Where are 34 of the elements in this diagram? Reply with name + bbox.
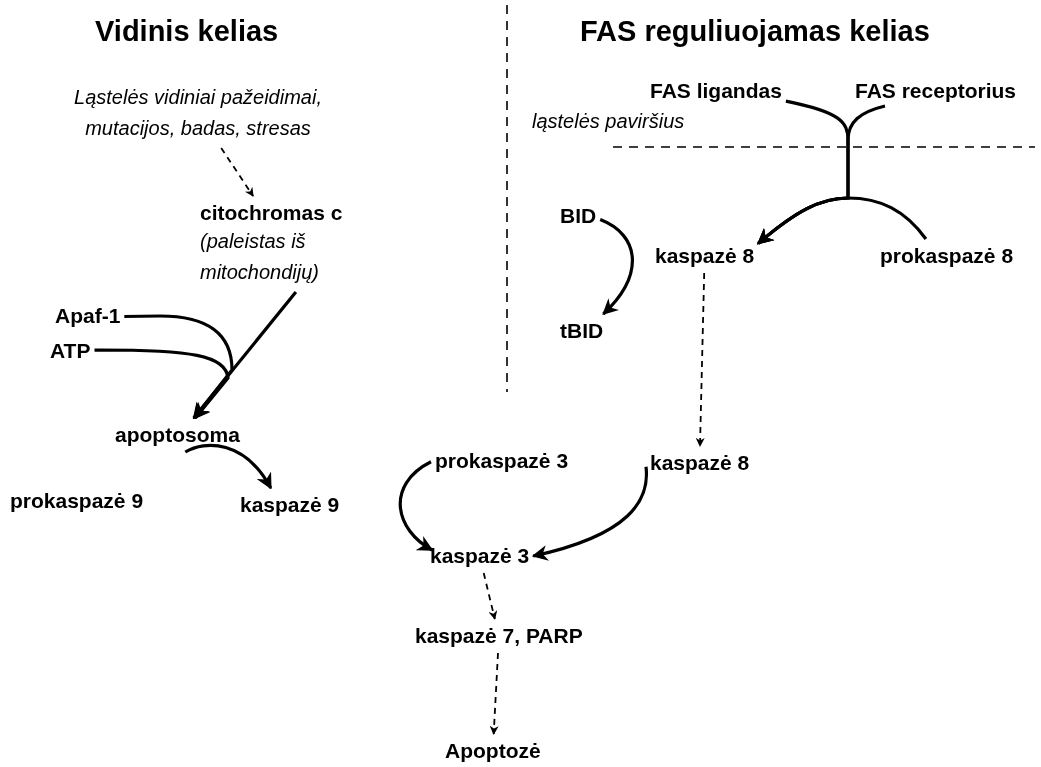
arrow [757,196,928,245]
node-label: kaspazė 7, PARP [415,623,583,649]
node-label: FAS receptorius [855,78,1017,104]
node-note: (paleistas iš mitochondijų) [200,229,320,285]
pathway-heading: Vidinis kelias [95,15,279,48]
node-label: kaspazė 9 [240,492,340,518]
arrow [192,291,298,420]
membrane-label: ląstelės paviršius [532,110,685,133]
arrow [124,314,234,420]
node-label: prokaspazė 9 [10,488,144,514]
node-label: FAS ligandas [650,78,782,104]
arrow [531,466,648,561]
node-label: tBID [560,318,604,344]
arrow [398,460,434,552]
arrow [599,218,634,316]
arrow [695,272,706,447]
node-label: ATP [50,338,91,364]
pathway-heading: FAS reguliuojamas kelias [580,15,930,48]
node-label: prokaspazė 8 [880,243,1014,269]
arrow [184,443,273,490]
node-label: kaspazė 3 [430,543,530,569]
node-label: Apoptozė [445,738,541,764]
node-label: kaspazė 8 [655,243,755,269]
node-label: apoptosoma [115,422,240,448]
arrow [94,348,230,420]
arrow [220,147,254,197]
node-label: kaspazė 8 [650,450,750,476]
node-title: citochromas c [200,200,344,226]
node-label: Ląstelės vidiniai pažeidimai, mutacijos, badas, stresas [28,82,368,144]
arrow [482,572,498,620]
node-label: Apaf-1 [55,303,121,329]
node-label: BID [560,203,597,229]
node-label: prokaspazė 3 [435,448,569,474]
arrow [489,652,499,735]
